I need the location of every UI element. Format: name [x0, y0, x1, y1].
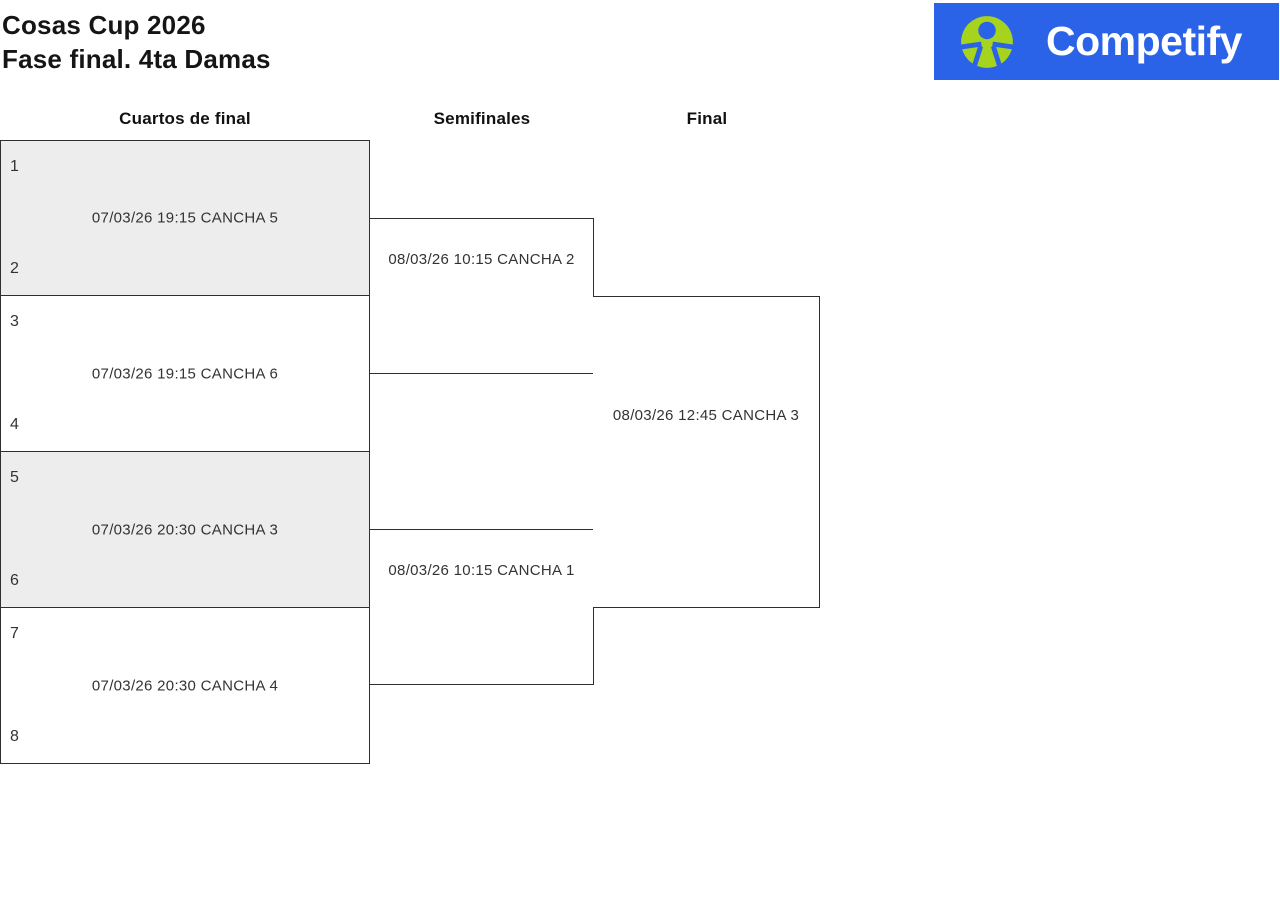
- seed-number: 8: [10, 728, 19, 745]
- match-schedule: 08/03/26 12:45 CANCHA 3: [612, 407, 800, 424]
- match-schedule: 07/03/26 19:15 CANCHA 5: [91, 209, 279, 227]
- round-header-cuartos-de-final: Cuartos de final: [119, 109, 251, 128]
- match-quarterfinal-2: 3 07/03/26 19:15 CANCHA 6 4: [0, 295, 370, 452]
- match-schedule: 07/03/26 20:30 CANCHA 4: [91, 677, 279, 694]
- page-title: Cosas Cup 2026 Fase final. 4ta Damas: [2, 8, 271, 76]
- match-semifinal-1: 08/03/26 10:15 CANCHA 2: [369, 218, 594, 374]
- match-schedule: 07/03/26 20:30 CANCHA 3: [91, 521, 279, 538]
- seed-number: 2: [10, 260, 19, 277]
- seed-number: 3: [10, 313, 19, 330]
- competify-athlete-icon: [952, 15, 1022, 77]
- match-schedule: 07/03/26 19:15 CANCHA 6: [91, 365, 279, 382]
- seed-number: 4: [10, 416, 19, 433]
- competify-wordmark: Competify: [1046, 18, 1242, 64]
- phase-name: Fase final. 4ta Damas: [2, 44, 271, 74]
- seed-number: 5: [10, 469, 19, 486]
- competify-logo[interactable]: Competify: [934, 3, 1279, 80]
- seed-number: 6: [10, 572, 19, 589]
- match-quarterfinal-4: 7 07/03/26 20:30 CANCHA 4 8: [0, 607, 370, 764]
- tournament-name: Cosas Cup 2026: [2, 10, 206, 40]
- match-final: 08/03/26 12:45 CANCHA 3: [593, 296, 820, 608]
- match-quarterfinal-1: 1 07/03/26 19:15 CANCHA 5 2: [0, 140, 370, 296]
- match-quarterfinal-3: 5 07/03/26 20:30 CANCHA 3 6: [0, 451, 370, 608]
- round-header-final: Final: [686, 109, 728, 128]
- match-schedule: 08/03/26 10:15 CANCHA 2: [388, 251, 575, 268]
- seed-number: 1: [10, 158, 19, 175]
- round-header-semifinales: Semifinales: [433, 109, 531, 128]
- match-semifinal-2: 08/03/26 10:15 CANCHA 1: [369, 529, 594, 685]
- match-schedule: 08/03/26 10:15 CANCHA 1: [388, 562, 575, 579]
- seed-number: 7: [10, 625, 19, 642]
